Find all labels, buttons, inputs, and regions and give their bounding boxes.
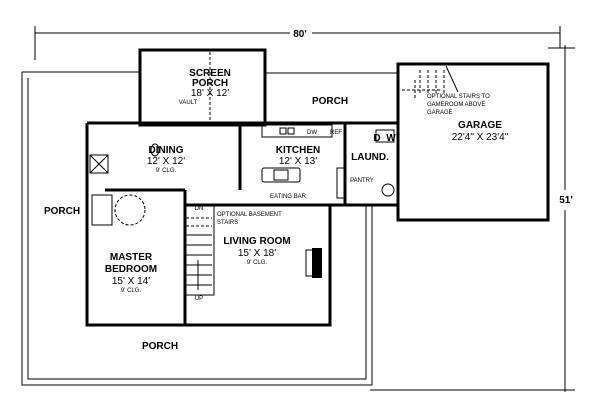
garage-size: 22'4" X 23'4" (452, 132, 509, 143)
main-stairs (183, 204, 330, 296)
garage-stairs-note-2: GAMEROOM ABOVE (427, 102, 485, 108)
garage-stairs-note-1: OPTIONAL STAIRS TO (427, 94, 490, 100)
hearth (305, 249, 315, 277)
master-bedroom-label: MASTER (110, 252, 153, 263)
basement-stairs-note-2: STAIRS (217, 220, 238, 226)
eating-bar-label: EATING BAR (270, 194, 307, 200)
wraparound-porch-edge (21, 71, 373, 386)
screen-porch-label: SCREEN (189, 68, 231, 79)
master-bedroom-size: 15' X 14' (112, 276, 150, 287)
refrigerator-label: REF (330, 130, 342, 136)
screen-porch-vault: VAULT (179, 100, 198, 106)
kitchen-label: KITCHEN (276, 145, 320, 156)
garage-stairs-note-3: GARAGE (427, 110, 453, 116)
garage-label: GARAGE (458, 120, 502, 131)
dryer-label: D (373, 133, 380, 144)
dining-label: DINING (149, 145, 184, 156)
dining-size: 12' X 12' (147, 156, 185, 167)
depth-dimension: 51' (370, 45, 575, 392)
washer-label: W (386, 133, 396, 144)
porch-bottom-label: PORCH (142, 341, 178, 352)
master-bedroom-label-2: BEDROOM (105, 264, 157, 275)
master-bath-fixtures (89, 143, 160, 226)
porch-left-label: PORCH (44, 206, 80, 217)
kitchen-size: 12' X 13' (279, 156, 317, 167)
laundry-label: LAUND. (351, 152, 389, 163)
kitchen-counters (261, 124, 395, 199)
screen-porch-walls (138, 48, 267, 127)
width-dimension: 80' (34, 26, 561, 60)
living-room-size: 15' X 18' (238, 248, 276, 259)
interior-walls (105, 123, 347, 325)
garage-optional-stairs (402, 65, 459, 100)
dining-ceiling: 9' CLG. (156, 168, 176, 174)
porch-top-label: PORCH (312, 96, 348, 107)
width-label: 80' (293, 29, 307, 40)
basement-stairs-note-1: OPTIONAL BASEMENT (217, 212, 282, 218)
master-bedroom-ceiling: 9' CLG. (121, 288, 141, 294)
living-room-label: LIVING ROOM (223, 236, 290, 247)
dishwasher-label: DW (307, 130, 317, 136)
pantry-label: PANTRY (350, 178, 374, 184)
screen-porch-size: 18' X 12' (191, 88, 229, 99)
stairs-down-label: DN (195, 206, 204, 212)
stairs-up-label: UP (195, 296, 203, 302)
garage-walls (396, 62, 550, 222)
screen-porch-label-2: PORCH (192, 78, 228, 89)
depth-label: 51' (559, 195, 573, 206)
living-room-ceiling: 9' CLG. (247, 260, 267, 266)
